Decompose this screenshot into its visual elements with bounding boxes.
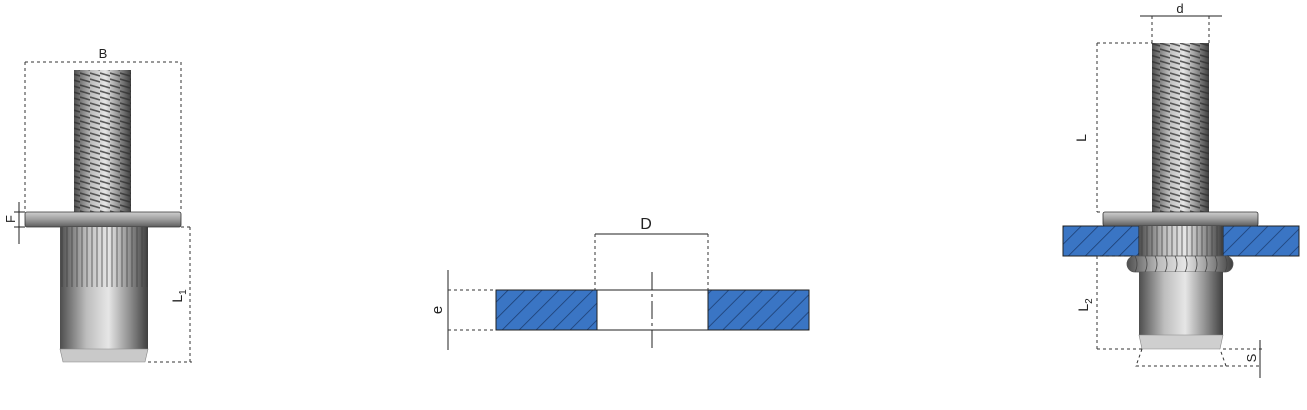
dim-label-l1-sub: 1 — [178, 289, 189, 295]
dim-label-l: L — [1073, 134, 1089, 142]
dim-label-l2-sub: 2 — [1084, 298, 1095, 304]
plate-right-section — [707, 289, 810, 331]
dim-label-s: S — [1244, 353, 1259, 362]
left-flange-head — [24, 211, 182, 228]
dim-label-d-thread: d — [1176, 1, 1183, 16]
svg-text:L2: L2 — [1075, 298, 1095, 312]
dim-label-f: F — [3, 215, 18, 223]
right-plate-right — [1222, 225, 1300, 257]
right-bulge-ring — [1126, 255, 1234, 273]
dim-label-d-hole: D — [640, 216, 652, 233]
left-sleeve-bottom — [59, 348, 149, 363]
dim-label-l1-main: L — [169, 295, 185, 303]
center-hole-plate: D e — [429, 216, 810, 350]
dim-label-b: B — [99, 46, 108, 61]
plate-left-section — [495, 289, 598, 331]
right-flange-head — [1102, 211, 1259, 227]
svg-text:L1: L1 — [169, 289, 189, 303]
dim-label-l2-main: L — [1075, 304, 1091, 312]
right-sleeve — [1139, 272, 1223, 335]
right-sleeve-bottom — [1138, 334, 1224, 350]
right-plate-left — [1062, 225, 1140, 257]
right-fastener: d L L2 S — [1062, 1, 1300, 378]
dim-label-e: e — [429, 306, 446, 314]
left-sleeve — [60, 287, 148, 349]
left-fastener: B F L1 — [3, 46, 192, 363]
